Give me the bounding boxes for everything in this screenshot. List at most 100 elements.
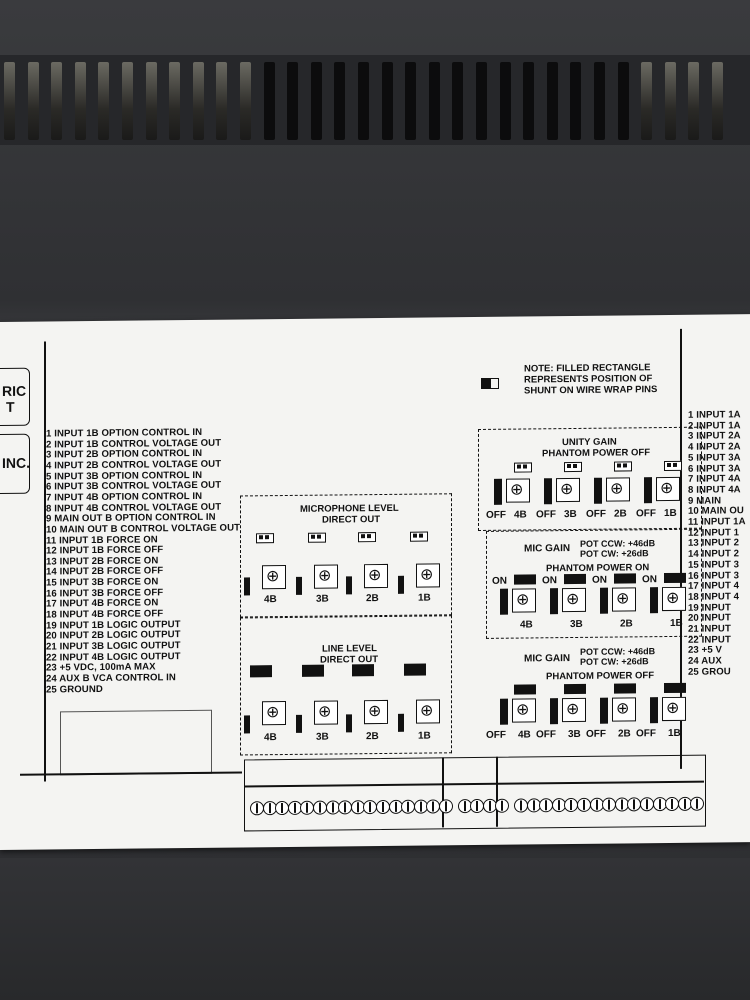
trim-pot xyxy=(416,699,440,724)
shunt-block xyxy=(614,683,636,694)
trim-pot xyxy=(314,564,338,589)
shunt-block xyxy=(244,577,250,596)
jumper-pins xyxy=(514,462,532,473)
vent-slot xyxy=(27,62,39,140)
line-level-title-1: LINE LEVEL xyxy=(322,643,377,655)
mic-gain-off-off-label: OFF xyxy=(486,729,506,741)
right-pin-assignment: 24 AUX xyxy=(688,655,722,667)
trim-pot xyxy=(612,697,636,722)
mic-gain-off-channel-label: 4B xyxy=(518,729,531,741)
pin-assignment: 10 MAIN OUT B CONTROL VOLTAGE OUT xyxy=(46,522,241,536)
screw-terminal xyxy=(439,799,453,814)
vent-slot xyxy=(169,62,181,140)
line-level-channel-label: 3B xyxy=(316,731,329,743)
unity-gain-off-label: OFF xyxy=(586,508,606,520)
mic-gain-on-phantom: PHANTOM POWER ON xyxy=(546,562,650,575)
vent-slot xyxy=(688,62,700,140)
shunt-block xyxy=(594,477,602,504)
trim-pot xyxy=(512,698,536,723)
screw-terminal xyxy=(250,801,264,816)
vent-slot xyxy=(546,62,558,140)
pin-assignment: 24 AUX B VCA CONTROL IN xyxy=(46,672,176,685)
trim-pot xyxy=(416,563,440,588)
mic-gain-on-label-on: ON xyxy=(592,574,607,586)
trim-pot xyxy=(662,586,686,612)
jumper-pins xyxy=(410,531,428,542)
mic-gain-off-phantom: PHANTOM POWER OFF xyxy=(546,670,655,683)
terminal-block-outline xyxy=(244,754,706,832)
trim-pot xyxy=(606,477,630,502)
unity-gain-channel-label: 2B xyxy=(614,508,627,520)
mic-gain-on-label-on: ON xyxy=(542,575,557,587)
shunt-block xyxy=(564,573,586,585)
screw-terminal xyxy=(514,798,528,813)
mic-gain-off-off-label: OFF xyxy=(636,728,656,740)
shunt-block xyxy=(398,575,404,594)
trim-pot xyxy=(656,476,680,502)
trim-pot xyxy=(364,699,388,725)
db25-connector-outline xyxy=(60,709,212,776)
unity-gain-title-1: UNITY GAIN xyxy=(562,436,617,449)
vent-slot xyxy=(263,62,275,140)
vent-slot xyxy=(192,62,204,140)
unity-gain-channel-label: 3B xyxy=(564,508,577,521)
jumper-pins xyxy=(564,461,582,473)
note-line-3: SHUNT ON WIRE WRAP PINS xyxy=(524,384,658,397)
mic-level-channel-label: 4B xyxy=(264,594,277,606)
shunt-block xyxy=(500,588,508,615)
vent-slot xyxy=(240,62,251,140)
trim-pot xyxy=(556,477,580,503)
vent-slot xyxy=(664,62,676,140)
trim-pot xyxy=(314,700,338,725)
shunt-block xyxy=(302,664,324,677)
shunt-block xyxy=(346,714,352,733)
screw-terminal xyxy=(376,799,390,815)
vent-slot xyxy=(499,62,511,140)
shunt-block xyxy=(514,574,536,585)
vent-slot xyxy=(122,62,133,140)
mic-gain-on-channel-label: 4B xyxy=(520,619,533,631)
vent-slot xyxy=(523,62,535,140)
vent-grille xyxy=(0,55,750,145)
shunt-block xyxy=(514,684,536,695)
left-fragment-3: INC. xyxy=(2,454,30,471)
screw-terminal xyxy=(577,797,591,812)
terminal-divider-2 xyxy=(496,756,498,827)
pin-assignment: 22 INPUT 4B LOGIC OUTPUT xyxy=(46,650,181,664)
shunt-block xyxy=(564,683,586,695)
shunt-block xyxy=(296,576,302,595)
shunt-block xyxy=(352,664,374,677)
mic-gain-off-pot2: POT CW: +26dB xyxy=(580,656,649,667)
mic-gain-on-label-on: ON xyxy=(492,575,507,587)
terminal-divider-1 xyxy=(442,757,444,828)
pin-assignment: 25 GROUND xyxy=(46,683,103,696)
shunt-block xyxy=(544,478,552,505)
jumper-pins xyxy=(614,461,632,472)
jumper-pins xyxy=(308,532,326,543)
mic-gain-on-label-on: ON xyxy=(642,574,657,586)
vent-slot xyxy=(334,62,346,140)
vent-slot xyxy=(428,62,440,140)
mic-gain-off-channel-label: 2B xyxy=(618,728,631,740)
trim-pot xyxy=(662,696,686,722)
shunt-block xyxy=(250,665,272,678)
vent-slot xyxy=(476,62,487,140)
mic-gain-on-channel-label: 2B xyxy=(620,618,633,630)
mic-gain-off-off-label: OFF xyxy=(586,728,606,740)
shunt-block xyxy=(550,698,558,725)
left-fragment-1: RIC xyxy=(2,382,27,399)
line-level-channel-label: 4B xyxy=(264,732,277,744)
unity-gain-off-label: OFF xyxy=(636,508,656,520)
jumper-pins xyxy=(664,460,682,472)
left-fragment-2: T xyxy=(6,398,15,415)
trim-pot xyxy=(612,587,636,612)
vent-slot xyxy=(216,62,228,140)
shunt-block xyxy=(500,698,508,725)
shunt-block xyxy=(346,576,352,595)
mic-gain-off-channel-label: 1B xyxy=(668,727,681,740)
vent-slot xyxy=(594,62,605,140)
vent-slot xyxy=(4,62,15,140)
shunt-block xyxy=(664,572,686,584)
line-level-channel-label: 2B xyxy=(366,731,379,743)
